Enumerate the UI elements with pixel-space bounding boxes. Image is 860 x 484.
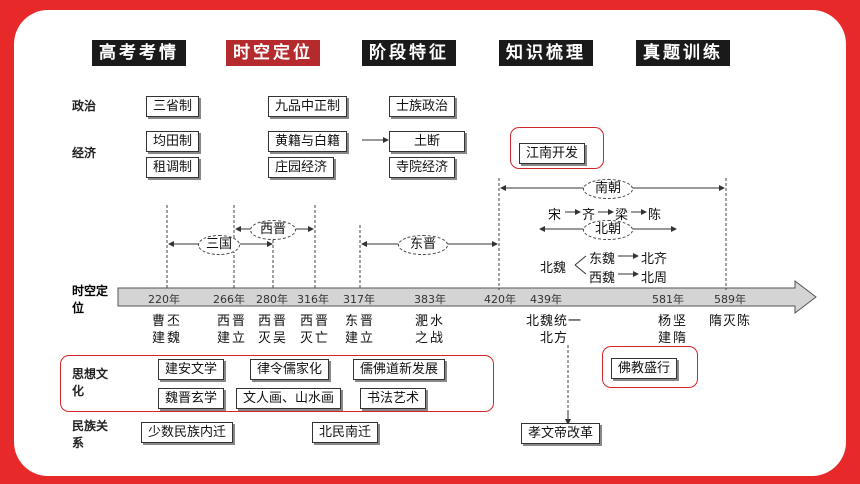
box-calligraphy: 书法艺术 [360,388,427,409]
dynasty-qi: 齐 [582,208,596,223]
row-label-politics: 政治 [72,99,97,113]
box-gentry-politics: 士族政治 [389,96,456,117]
tick-266: 266年 [213,293,245,306]
tab-knowledge-review[interactable]: 知识梳理 [499,40,593,66]
event-yang-jian-founds-sui: 杨坚建隋 [657,314,688,346]
dynasty-chen: 陈 [648,208,662,223]
tick-317: 317年 [343,293,375,306]
row-label-economy: 经济 [72,146,97,160]
dynasty-liang: 梁 [615,208,629,223]
tab-exam-analysis[interactable]: 高考考情 [92,40,186,66]
box-literati-painting: 文人画、山水画 [236,388,342,409]
tick-589: 589年 [714,293,746,306]
event-eastern-jin-founded: 东晋建立 [344,314,375,346]
box-wei-jin-metaphysics: 魏晋玄学 [158,388,225,409]
dynasty-eastern-wei: 东魏 [589,252,616,267]
event-western-jin-falls: 西晋灭亡 [299,314,330,346]
timeline-arrow [117,279,817,315]
period-three-kingdoms: 三国 [198,235,240,255]
box-equal-field: 均田制 [146,131,200,152]
box-buddhism-flourishing: 佛教盛行 [611,358,678,379]
box-jian-an-literature: 建安文学 [158,359,225,380]
tick-220: 220年 [148,293,180,306]
box-north-south-migration: 北民南迁 [312,422,379,443]
highlight-buddhism [602,346,698,388]
tab-exam-practice[interactable]: 真题训练 [636,40,730,66]
dynasty-northern-qi: 北齐 [641,252,668,267]
event-sui-conquers-chen: 隋灭陈 [708,314,751,329]
row-label-ethnic: 民族关系 [72,419,109,450]
tab-stage-features[interactable]: 阶段特征 [362,40,456,66]
event-western-jin-founded: 西晋建立 [216,314,247,346]
dynasty-northern-zhou: 北周 [641,271,668,286]
box-manor-economy: 庄园经济 [268,157,335,178]
period-southern-dynasties: 南朝 [583,179,633,199]
dynasty-northern-wei: 北魏 [540,261,567,276]
box-tuduan: 土断 [389,131,465,152]
tab-spacetime-position[interactable]: 时空定位 [226,40,320,66]
event-feishui-battle: 淝水之战 [414,314,445,346]
row-label-culture: 思想文化 [72,367,109,398]
event-western-jin-conquers-wu: 西晋灭吴 [257,314,288,346]
box-jiangnan-development: 江南开发 [519,143,586,164]
box-monastery-economy: 寺院经济 [389,157,456,178]
tick-383: 383年 [414,293,446,306]
dynasty-song: 宋 [548,208,562,223]
highlight-jiangnan [510,127,604,169]
highlight-culture [60,355,494,412]
box-minority-migration: 少数民族内迁 [141,422,234,443]
box-three-teachings: 儒佛道新发展 [353,359,446,380]
row-label-timeline: 时空定位 [72,284,109,315]
box-household-registers: 黄籍与白籍 [268,131,348,152]
tick-280: 280年 [256,293,288,306]
box-confucianized-law: 律令儒家化 [250,359,330,380]
box-xiaowen-reform: 孝文帝改革 [521,423,601,444]
period-northern-dynasties: 北朝 [583,220,633,240]
event-cao-pi: 曹丕建魏 [151,314,182,346]
period-eastern-jin: 东晋 [398,235,448,255]
dynasty-western-wei: 西魏 [589,271,616,286]
tick-439: 439年 [530,293,562,306]
box-tax-system: 租调制 [146,157,200,178]
tick-581: 581年 [652,293,684,306]
tick-316: 316年 [297,293,329,306]
box-nine-rank-system: 九品中正制 [268,96,348,117]
box-three-departments: 三省制 [146,96,200,117]
period-western-jin: 西晋 [250,220,296,240]
event-northern-wei-unifies: 北魏统一北方 [525,314,582,346]
tick-420: 420年 [484,293,516,306]
